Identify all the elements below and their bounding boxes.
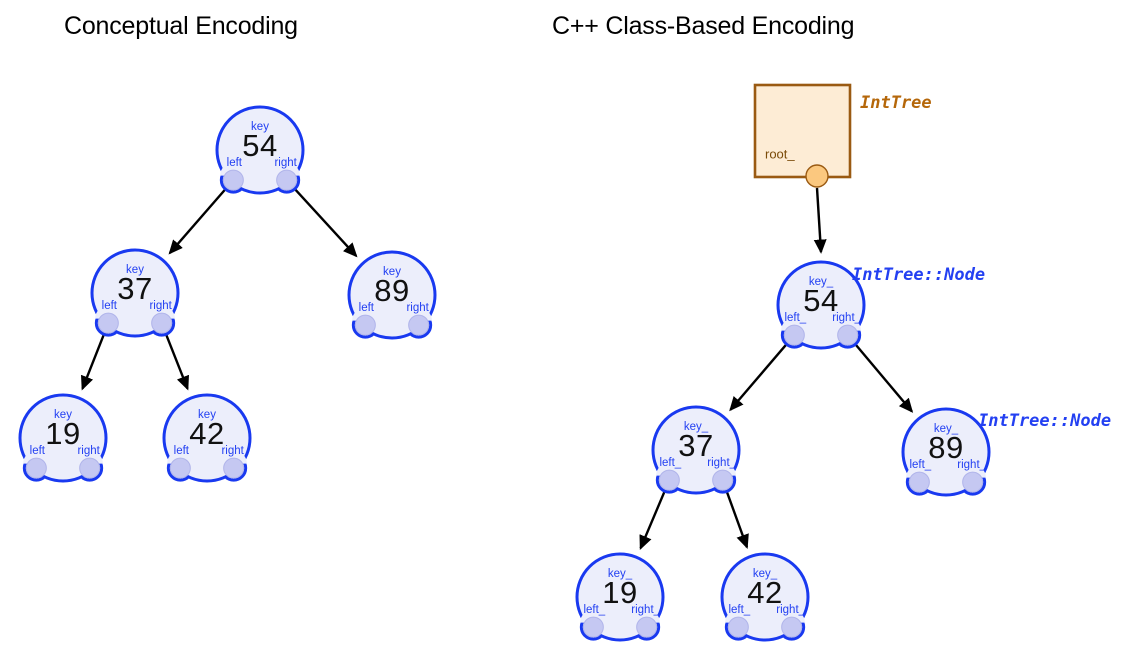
pointer-edge	[164, 333, 189, 391]
left-pointer-port[interactable]	[97, 312, 119, 334]
key-field-label: key_	[753, 568, 778, 580]
right-pointer-port[interactable]	[408, 314, 430, 336]
right-field-label: right	[221, 445, 244, 457]
left-pointer-port[interactable]	[727, 616, 749, 638]
right-field-label: right_	[832, 312, 861, 324]
left-pointer-port[interactable]	[908, 471, 930, 493]
key-field-label: key	[126, 264, 144, 276]
right-pointer-port[interactable]	[837, 324, 859, 346]
pointer-edge	[639, 490, 666, 550]
left-pointer-port[interactable]	[354, 314, 376, 336]
pointer-edge	[293, 187, 358, 258]
right-field-label: right_	[707, 457, 736, 469]
key-field-label: key_	[608, 568, 633, 580]
root-pointer-port[interactable]	[805, 164, 829, 188]
left-pointer-port[interactable]	[658, 469, 680, 491]
right-field-label: right_	[957, 459, 986, 471]
key-value: 19	[602, 575, 637, 610]
pointer-edge	[729, 343, 788, 412]
right-field-label: right_	[631, 604, 660, 616]
right-field-label: right_	[776, 604, 805, 616]
key-value: 37	[678, 428, 713, 463]
left-pointer-port[interactable]	[222, 169, 244, 191]
key-value: 42	[747, 575, 782, 610]
key-value: 37	[117, 271, 152, 306]
inttree-type-annotation: IntTree	[860, 93, 932, 113]
left-field-label: left	[174, 445, 190, 457]
right-panel-title: C++ Class-Based Encoding	[552, 12, 855, 40]
left-field-label: left	[359, 302, 375, 314]
root-pointer-edge	[813, 187, 827, 254]
left-panel-title: Conceptual Encoding	[64, 12, 298, 40]
right-pointer-port[interactable]	[223, 457, 245, 479]
left-field-label: left	[102, 300, 118, 312]
left-pointer-port[interactable]	[25, 457, 47, 479]
inttree-box-rect[interactable]	[753, 83, 852, 179]
right-pointer-port[interactable]	[636, 616, 658, 638]
key-field-label: key_	[684, 421, 709, 433]
key-field-label: key	[198, 409, 216, 421]
key-field-label: key_	[809, 276, 834, 288]
left-field-label: left_	[659, 457, 681, 469]
key-value: 54	[803, 283, 838, 318]
pointer-edge	[168, 187, 227, 255]
node-type-annotation: IntTree::Node	[852, 265, 985, 285]
root-field-label: root_	[765, 146, 795, 161]
left-field-label: left_	[583, 604, 605, 616]
key-value: 42	[189, 416, 224, 451]
key-field-label: key	[383, 266, 401, 278]
left-pointer-port[interactable]	[169, 457, 191, 479]
left-field-label: left	[227, 157, 243, 169]
key-field-label: key	[54, 409, 72, 421]
right-pointer-port[interactable]	[151, 312, 173, 334]
pointer-edge	[725, 490, 749, 549]
right-pointer-port[interactable]	[79, 457, 101, 479]
left-pointer-port[interactable]	[783, 324, 805, 346]
right-pointer-port[interactable]	[712, 469, 734, 491]
key-value: 89	[928, 430, 963, 465]
pointer-edge	[81, 333, 106, 391]
right-field-label: right	[149, 300, 172, 312]
key-field-label: key_	[934, 423, 959, 435]
left-field-label: left_	[784, 312, 806, 324]
key-value: 54	[242, 128, 277, 163]
inttree-class-box[interactable]: root_ IntTree	[753, 83, 932, 188]
left-pointer-port[interactable]	[582, 616, 604, 638]
right-pointer-port[interactable]	[962, 471, 984, 493]
left-field-label: left	[30, 445, 46, 457]
left-field-label: left_	[728, 604, 750, 616]
key-field-label: key	[251, 121, 269, 133]
key-value: 19	[45, 416, 80, 451]
left-field-label: left_	[909, 459, 931, 471]
right-field-label: right	[274, 157, 297, 169]
key-value: 89	[374, 273, 409, 308]
right-pointer-port[interactable]	[276, 169, 298, 191]
right-field-label: right	[406, 302, 429, 314]
right-field-label: right	[77, 445, 100, 457]
tree-edges	[81, 187, 914, 550]
node-type-annotation: IntTree::Node	[978, 411, 1111, 431]
pointer-edge	[854, 343, 914, 413]
right-pointer-port[interactable]	[781, 616, 803, 638]
